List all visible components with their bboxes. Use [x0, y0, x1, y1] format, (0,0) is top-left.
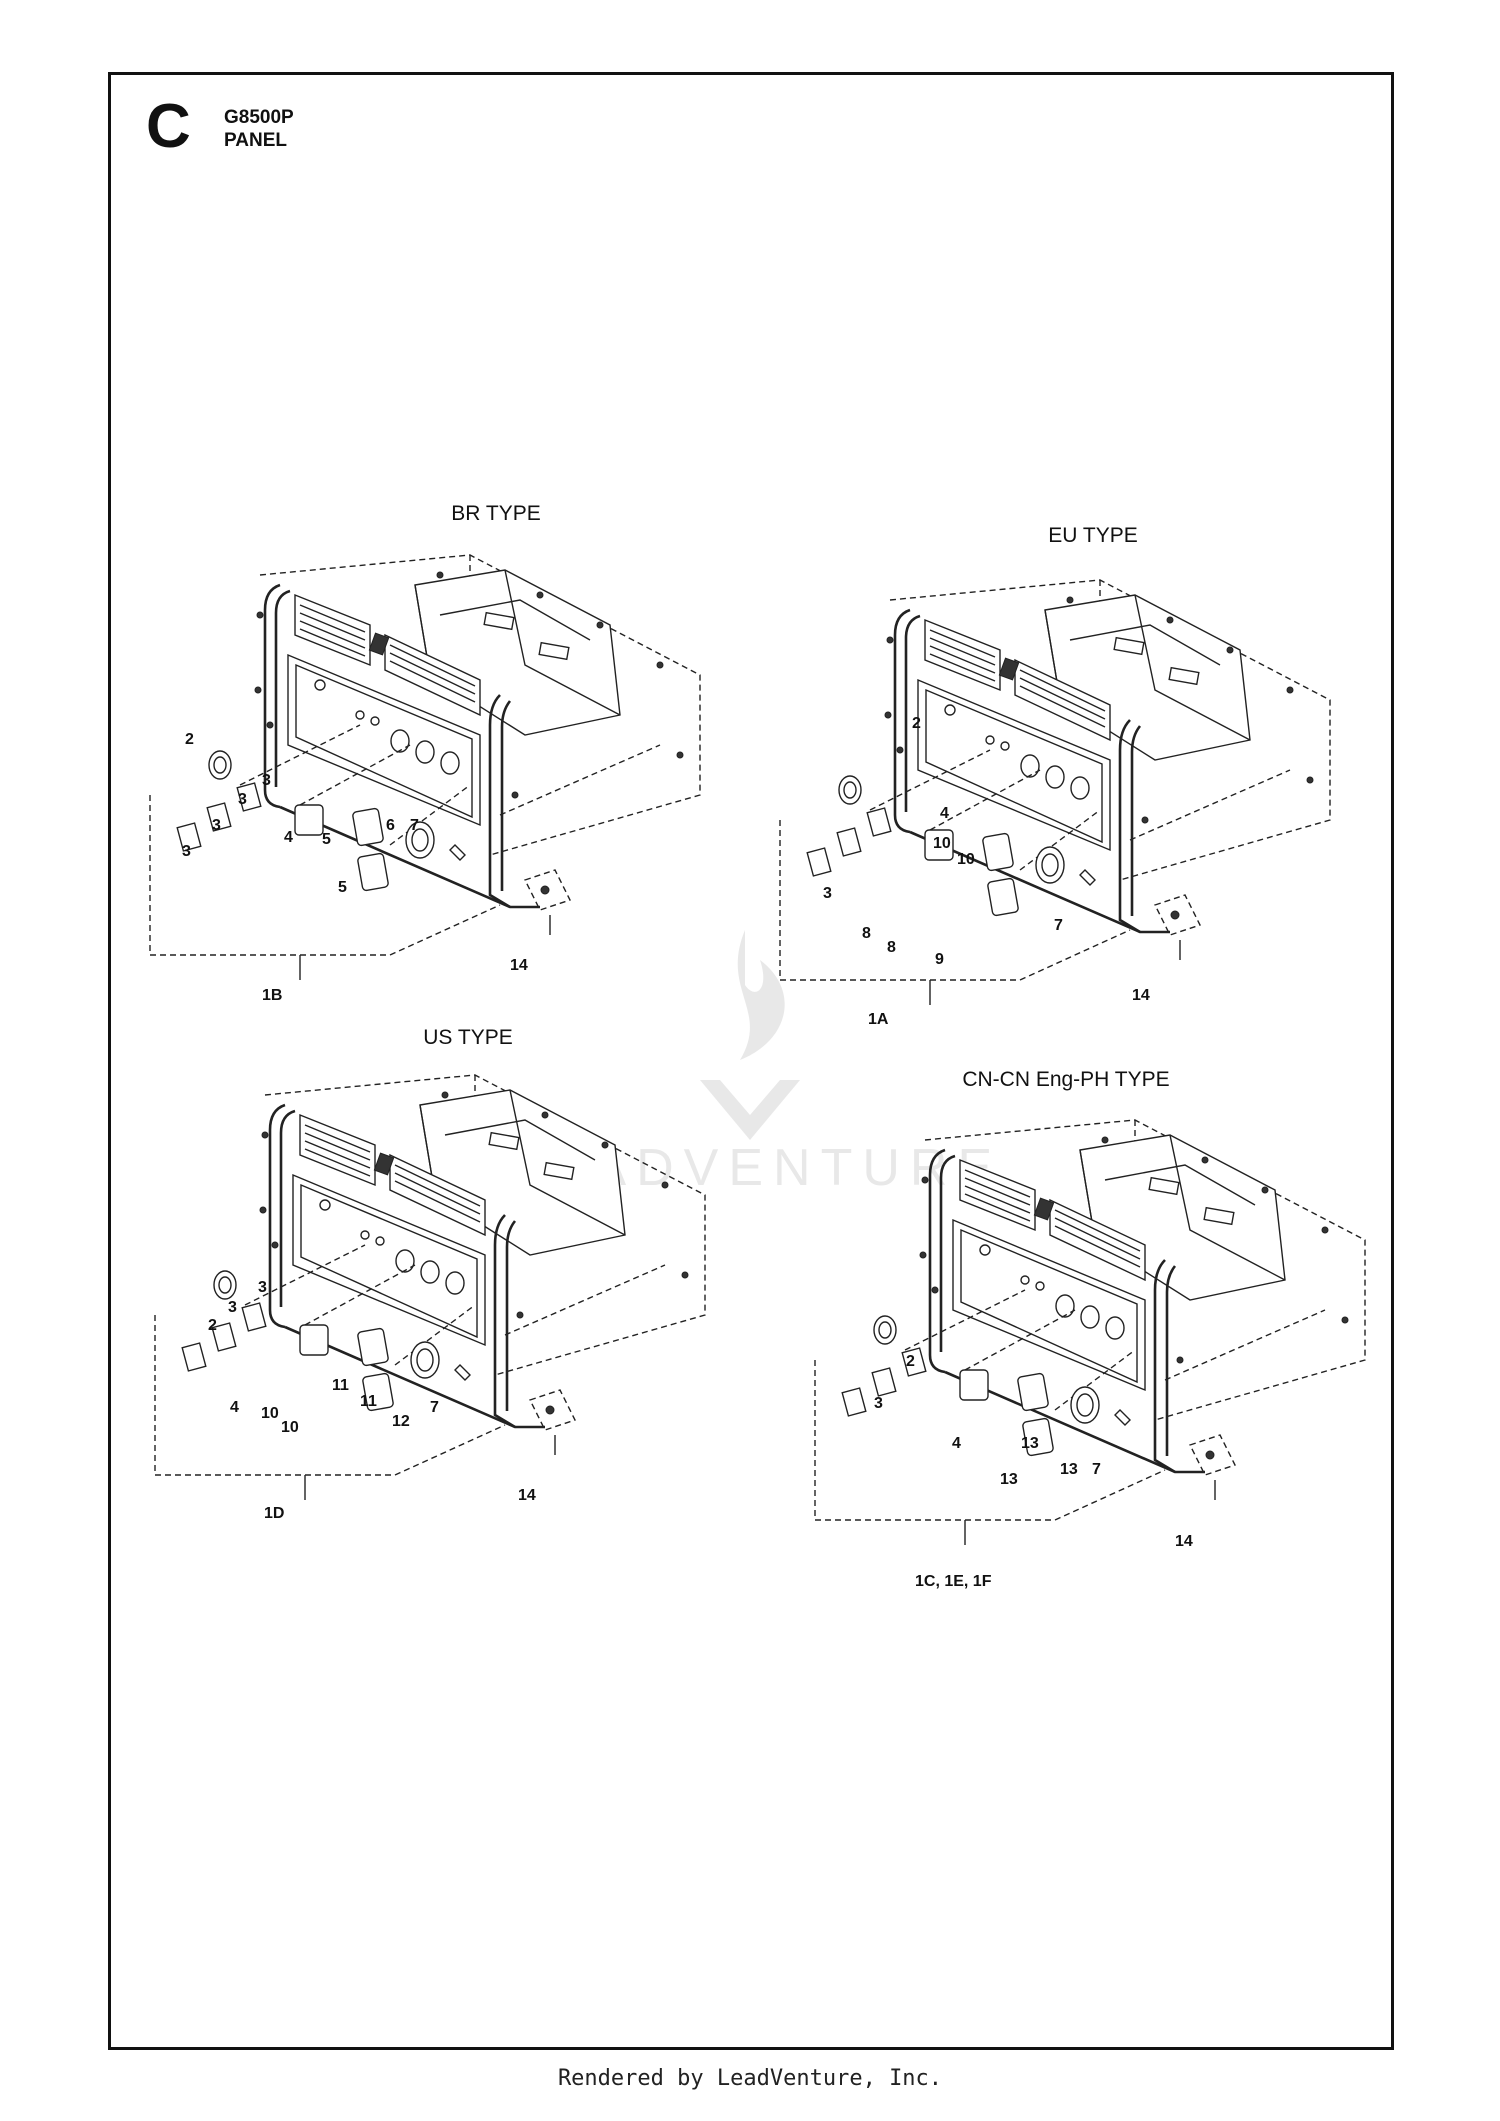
cn-label: 13 — [1000, 1471, 1018, 1488]
eu-label: 8 — [862, 925, 871, 942]
us-label: 2 — [208, 1317, 217, 1334]
br-label: 3 — [182, 843, 191, 860]
drawing-frame — [108, 72, 1394, 2050]
br-label: 14 — [510, 957, 528, 974]
us-label: 11 — [360, 1393, 377, 1410]
eu-assembly-label: 1A — [868, 1011, 889, 1028]
eu-label: 9 — [935, 951, 944, 968]
us-label: 4 — [230, 1399, 239, 1416]
cn-label: 3 — [874, 1395, 883, 1412]
br-label: 4 — [284, 829, 293, 846]
br-assembly-drawing — [148, 553, 702, 982]
section-subtitle: PANEL — [224, 129, 287, 151]
section-letter: C — [146, 92, 191, 161]
us-label: 12 — [392, 1413, 410, 1430]
eu-label: 10 — [933, 835, 951, 852]
br-assembly-label: 1B — [262, 987, 282, 1004]
us-assembly-label: 1D — [264, 1505, 284, 1522]
model-number: G8500P — [224, 107, 294, 128]
us-type-title: US TYPE — [423, 1026, 512, 1049]
cn-label: 2 — [906, 1353, 915, 1370]
eu-label: 2 — [912, 715, 921, 732]
us-label: 7 — [430, 1399, 439, 1416]
us-label: 10 — [261, 1405, 279, 1422]
br-label: 3 — [238, 791, 247, 808]
br-label: 6 — [386, 817, 395, 834]
us-label: 3 — [228, 1299, 237, 1316]
eu-type-group: EU TYPE 2 3 4 10 10 8 8 9 7 14 1A — [778, 524, 1332, 1028]
us-label: 10 — [281, 1419, 299, 1436]
eu-label: 10 — [957, 851, 975, 868]
cn-label: 14 — [1175, 1533, 1193, 1550]
cn-label: 7 — [1092, 1461, 1101, 1478]
footer-credit: Rendered by LeadVenture, Inc. — [557, 2066, 943, 2091]
us-label: 11 — [332, 1377, 349, 1394]
cn-type-group: CN-CN Eng-PH TYPE 2 3 4 13 13 13 7 14 1C… — [813, 1068, 1367, 1590]
eu-label: 3 — [823, 885, 832, 902]
cn-type-title: CN-CN Eng-PH TYPE — [962, 1068, 1169, 1091]
br-label: 5 — [338, 879, 347, 896]
us-label: 3 — [258, 1279, 267, 1296]
eu-label: 4 — [940, 805, 949, 822]
eu-type-title: EU TYPE — [1048, 524, 1137, 547]
model-block: G8500P PANEL — [224, 107, 294, 153]
eu-label: 7 — [1054, 917, 1063, 934]
br-label: 5 — [322, 831, 331, 848]
cn-label: 13 — [1021, 1435, 1039, 1452]
cn-label: 4 — [952, 1435, 961, 1452]
br-label: 2 — [185, 731, 194, 748]
br-label: 3 — [262, 772, 271, 789]
br-label: 3 — [212, 817, 221, 834]
br-label: 7 — [410, 817, 419, 834]
us-label: 14 — [518, 1487, 536, 1504]
us-type-group: US TYPE 3 3 2 4 10 10 11 11 12 7 14 1D — [153, 1026, 707, 1522]
cn-label: 13 — [1060, 1461, 1078, 1478]
cn-assembly-label: 1C, 1E, 1F — [915, 1573, 992, 1590]
eu-label: 14 — [1132, 987, 1150, 1004]
br-type-title: BR TYPE — [451, 502, 540, 525]
br-type-group: BR TYPE 2 3 3 3 3 4 5 5 6 7 14 1B — [148, 502, 702, 1004]
eu-label: 8 — [887, 939, 896, 956]
